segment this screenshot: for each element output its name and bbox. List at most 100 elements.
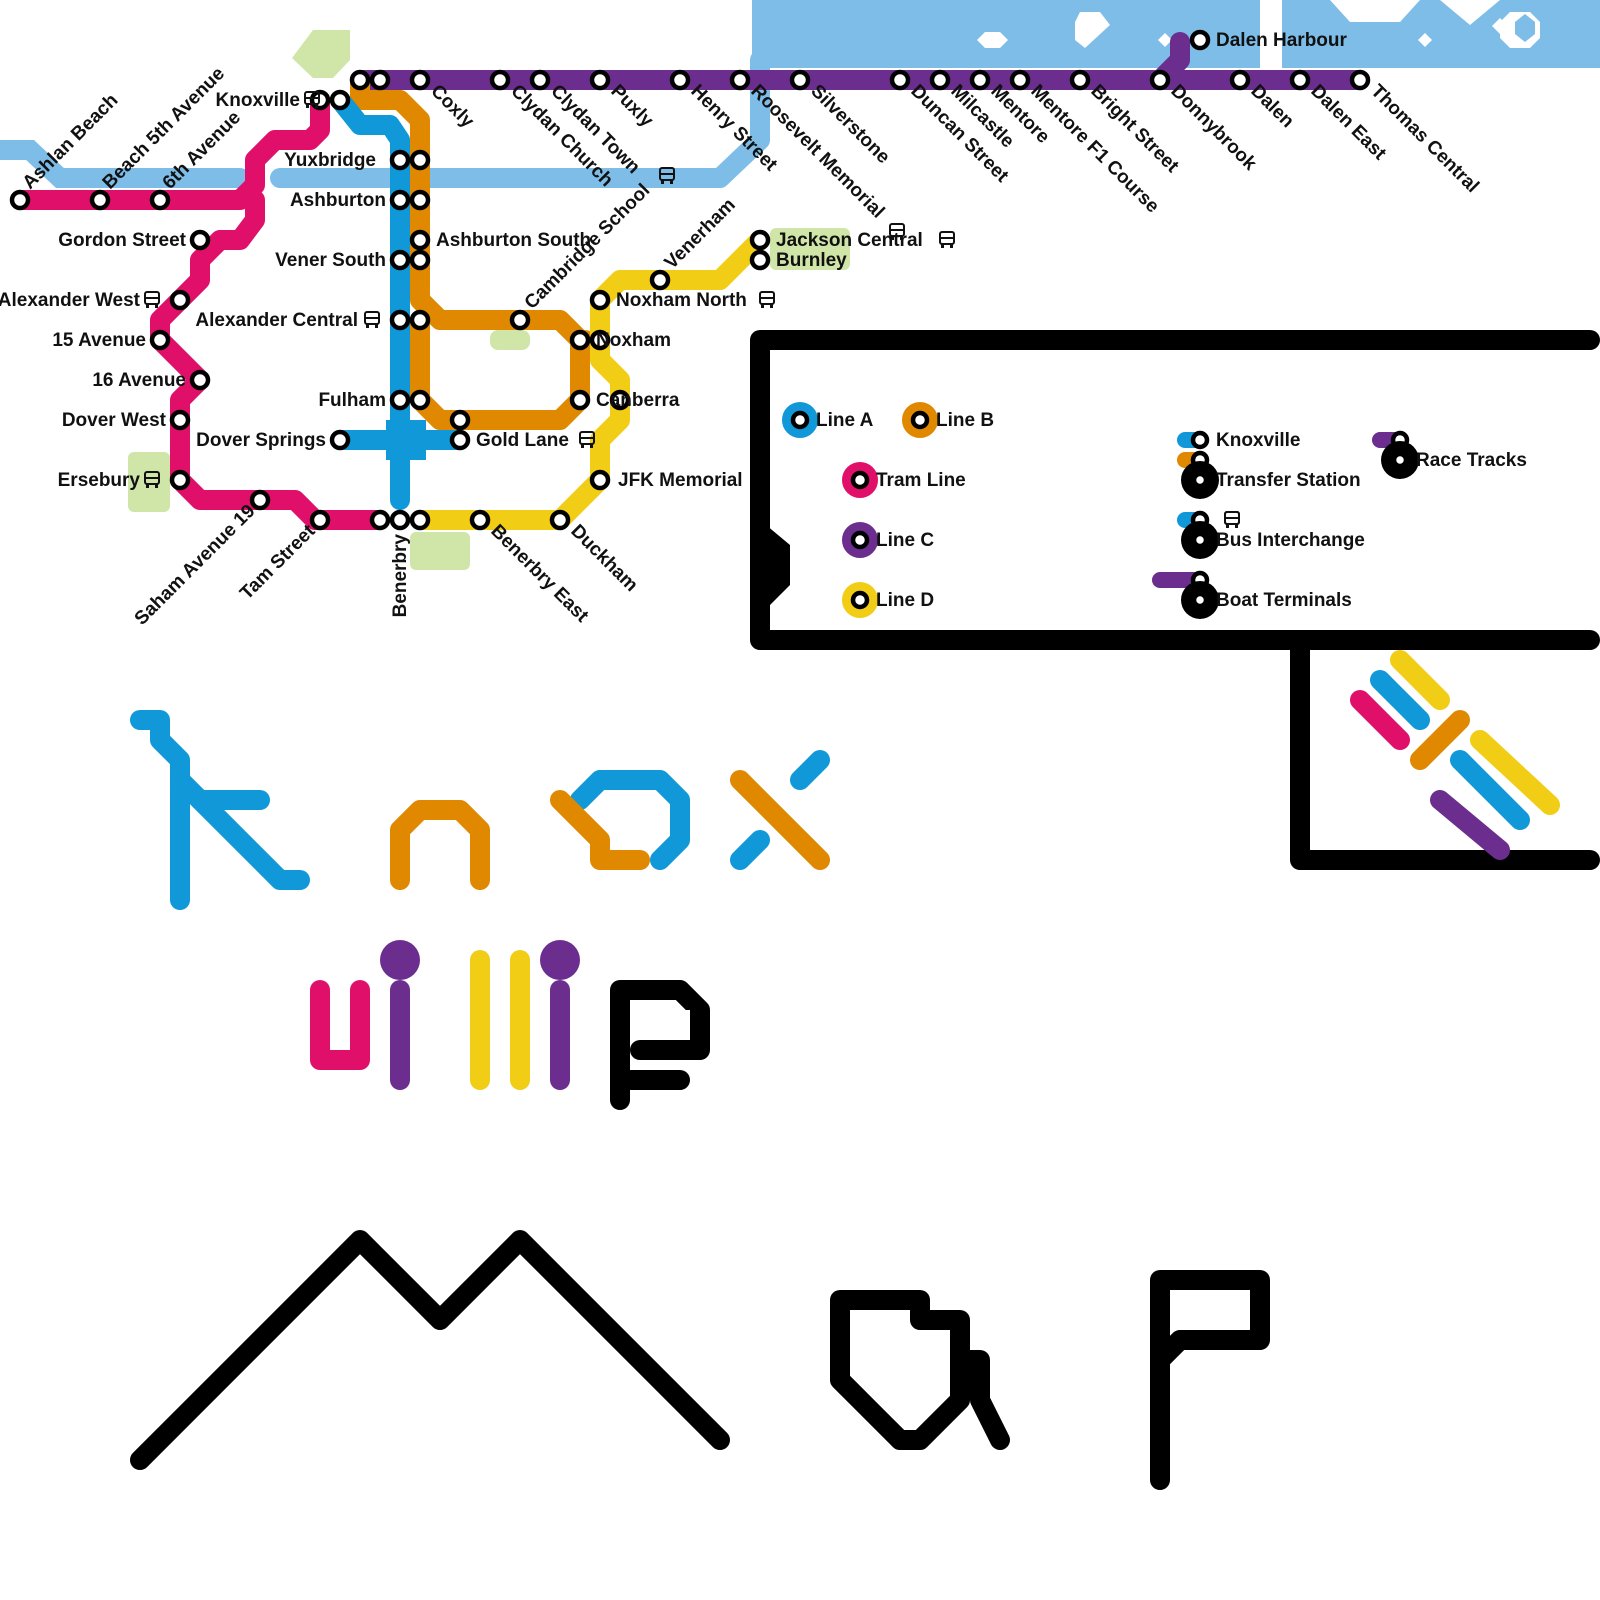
station-donnybrook[interactable] <box>1149 69 1171 91</box>
station-benerbry-east[interactable] <box>469 509 491 531</box>
station-gold-lane-a[interactable] <box>449 429 471 451</box>
station-coxly[interactable] <box>409 69 431 91</box>
legend-race: Race Tracks <box>1416 450 1527 471</box>
legend-boat: Boat Terminals <box>1216 590 1352 611</box>
water-islands <box>977 0 1540 70</box>
station-mentore-f1[interactable] <box>1009 69 1031 91</box>
station-clydan-church[interactable] <box>489 69 511 91</box>
label-tam-street: Tam Street <box>236 520 320 604</box>
label-15-avenue: 15 Avenue <box>52 330 146 351</box>
label-gordon-street: Gordon Street <box>58 230 186 251</box>
station-cambridge-school[interactable] <box>509 309 531 331</box>
station-dalen-east[interactable] <box>1289 69 1311 91</box>
station-benerbry-a[interactable] <box>389 509 411 531</box>
station-dover-springs[interactable] <box>329 429 351 451</box>
legend-line-c-icon <box>850 530 870 550</box>
label-thomas-central: Thomas Central <box>1366 81 1482 197</box>
legend-boat-icon <box>1191 591 1209 609</box>
station-benerbry-tram[interactable] <box>369 509 391 531</box>
label-alexander-central: Alexander Central <box>195 310 358 331</box>
station-puxly[interactable] <box>589 69 611 91</box>
label-dover-springs: Dover Springs <box>196 430 326 451</box>
legend-knoxville: Knoxville <box>1216 430 1300 451</box>
station-yuxbridge-b[interactable] <box>409 149 431 171</box>
station-6th-avenue[interactable] <box>149 189 171 211</box>
main-river <box>270 50 770 188</box>
legend-bus-icon <box>1191 531 1209 549</box>
station-venerham[interactable] <box>649 269 671 291</box>
station-gordon-street[interactable] <box>189 229 211 251</box>
park-benerbry <box>410 532 470 570</box>
station-ashlan-beach[interactable] <box>9 189 31 211</box>
station-bright-street[interactable] <box>1069 69 1091 91</box>
station-ashburton-b[interactable] <box>409 189 431 211</box>
station-burnley[interactable] <box>749 249 771 271</box>
station-ersebury[interactable] <box>169 469 191 491</box>
label-yuxbridge: Yuxbridge <box>284 150 376 171</box>
station-fulham-a[interactable] <box>389 389 411 411</box>
station-mentore[interactable] <box>969 69 991 91</box>
station-yuxbridge-a[interactable] <box>389 149 411 171</box>
label-duckham: Duckham <box>566 521 641 596</box>
station-noxham-north[interactable] <box>589 289 611 311</box>
station-gold-lane-b[interactable] <box>449 409 471 431</box>
label-jackson-central: Jackson Central <box>776 230 923 251</box>
station-duncan-street[interactable] <box>889 69 911 91</box>
station-ashburton-a[interactable] <box>389 189 411 211</box>
knoxville-map-logo <box>130 710 1270 1490</box>
station-dalen-harbour[interactable] <box>1189 29 1211 51</box>
station-henry-street[interactable] <box>669 69 691 91</box>
legend-line-d: Line D <box>876 590 934 611</box>
park-ersebury <box>128 452 170 512</box>
station-16-avenue[interactable] <box>189 369 211 391</box>
label-dalen-harbour: Dalen Harbour <box>1216 30 1348 51</box>
station-roosevelt-memorial[interactable] <box>729 69 751 91</box>
station-noxham-b[interactable] <box>569 329 591 351</box>
park-burnley <box>770 228 850 270</box>
legend-line-b: Line B <box>936 410 994 431</box>
station-noxham-d[interactable] <box>589 329 611 351</box>
station-alexander-central-b[interactable] <box>409 309 431 331</box>
station-alexander-west[interactable] <box>169 289 191 311</box>
station-15-avenue[interactable] <box>149 329 171 351</box>
station-beach-5th[interactable] <box>89 189 111 211</box>
station-jfk-memorial[interactable] <box>589 469 611 491</box>
legend-transfer: Transfer Station <box>1216 470 1361 491</box>
station-canberra-b[interactable] <box>569 389 591 411</box>
legend-transfer-icon <box>1191 471 1209 489</box>
station-ashburton-south[interactable] <box>409 229 431 251</box>
station-duckham[interactable] <box>549 509 571 531</box>
label-noxham-north: Noxham North <box>616 290 747 311</box>
logo-counters <box>640 1010 1240 1320</box>
legend-bus: Bus Interchange <box>1216 530 1365 551</box>
legend-line-c: Line C <box>876 530 934 551</box>
station-knoxville-c1[interactable] <box>349 69 371 91</box>
legend-line-a: Line A <box>816 410 874 431</box>
label-ashburton-south: Ashburton South <box>436 230 591 251</box>
legend: Line A Line B Tram Line Line C Line D Kn… <box>750 330 1600 870</box>
station-thomas-central[interactable] <box>1349 69 1371 91</box>
station-silverstone[interactable] <box>789 69 811 91</box>
label-dover-west: Dover West <box>62 410 167 431</box>
station-knoxville-a[interactable] <box>329 89 351 111</box>
station-knoxville-c2[interactable] <box>369 69 391 91</box>
label-vener-south: Vener South <box>275 250 386 271</box>
station-jackson-central[interactable] <box>749 229 771 251</box>
station-benerbry-d[interactable] <box>409 509 431 531</box>
station-dover-west[interactable] <box>169 409 191 431</box>
station-canberra-d[interactable] <box>609 389 631 411</box>
station-tam-street[interactable] <box>309 509 331 531</box>
station-dalen[interactable] <box>1229 69 1251 91</box>
i-dot-1 <box>380 940 420 980</box>
station-fulham-b[interactable] <box>409 389 431 411</box>
station-vener-south-a[interactable] <box>389 249 411 271</box>
label-gold-lane: Gold Lane <box>476 430 569 451</box>
station-vener-south-b[interactable] <box>409 249 431 271</box>
legend-line-b-icon <box>910 410 930 430</box>
station-saham-19[interactable] <box>249 489 271 511</box>
legend-line-d-icon <box>850 590 870 610</box>
park-knoxville <box>292 30 350 78</box>
station-clydan-town[interactable] <box>529 69 551 91</box>
station-milcastle[interactable] <box>929 69 951 91</box>
station-alexander-central-a[interactable] <box>389 309 411 331</box>
